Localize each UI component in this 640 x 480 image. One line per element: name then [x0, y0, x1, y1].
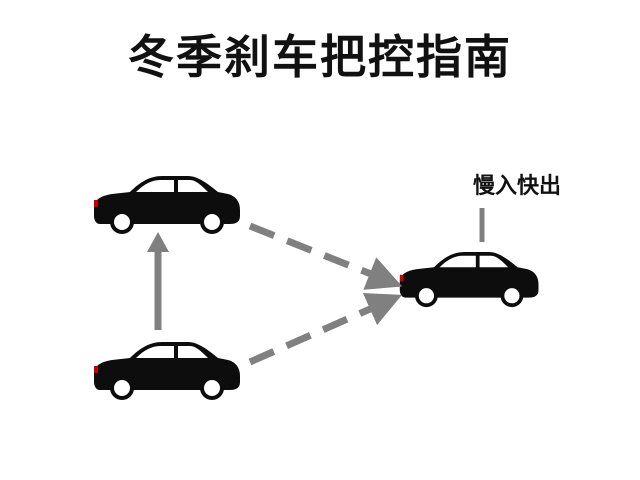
car-icon	[94, 176, 240, 234]
car-icon	[94, 342, 240, 400]
car-icon	[399, 252, 539, 308]
dashed-arrow-right	[248, 222, 403, 290]
label-slow-in-fast-out: 慢入快出	[472, 174, 561, 199]
dashed-arrow-right	[248, 293, 403, 366]
page-title: 冬季刹车把控指南	[128, 30, 512, 84]
solid-arrow-up	[147, 232, 169, 330]
